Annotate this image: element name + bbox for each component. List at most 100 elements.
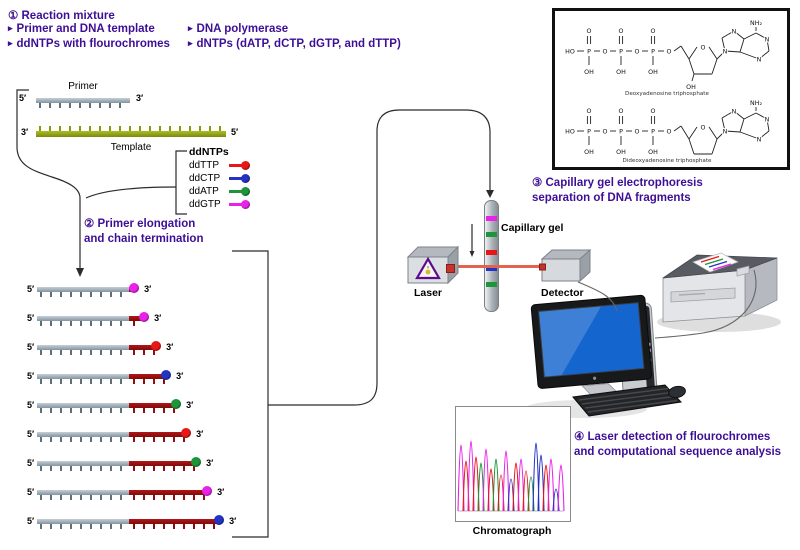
terminator-dot: [171, 399, 182, 409]
svg-text:OH: OH: [616, 149, 626, 156]
bullet-primer-template: ▸Primer and DNA template: [8, 23, 155, 35]
printout-sheet: [692, 252, 739, 273]
dna-fragment-band: [486, 250, 497, 255]
detector-label: Detector: [541, 287, 584, 299]
laser-label: Laser: [414, 287, 443, 299]
ddntp-connector: [85, 186, 177, 199]
svg-text:N: N: [723, 129, 728, 136]
svg-text:N: N: [732, 29, 737, 36]
terminator-dot: [151, 341, 162, 351]
printer-tray: [670, 287, 736, 303]
svg-text:P: P: [651, 129, 655, 136]
svg-text:P: P: [587, 49, 591, 56]
svg-text:O: O: [635, 129, 640, 136]
svg-text:O: O: [635, 49, 640, 56]
svg-text:NH₂: NH₂: [750, 20, 762, 27]
legend-dash: [229, 177, 242, 180]
detector-computer-wire: [577, 281, 618, 312]
svg-text:HO: HO: [565, 129, 575, 136]
detector-device: [539, 248, 592, 283]
datp-caption: Deoxyadenosine triphosphate: [625, 91, 709, 97]
ddntp-dot: [241, 174, 250, 183]
terminator-dot: [161, 370, 172, 380]
svg-text:O: O: [603, 49, 608, 56]
chromatogram-plot: [457, 440, 565, 512]
product-row-3: 5′3′: [27, 341, 174, 355]
bullet-icon: ▸: [188, 23, 193, 33]
dna-fragment-band: [486, 232, 497, 237]
bullet-dntps: ▸dNTPs (dATP, dCTP, dGTP, and dTTP): [188, 38, 401, 50]
bullet-icon: ▸: [8, 38, 13, 48]
dna-fragment-band: [486, 216, 497, 221]
primer-label: Primer: [68, 81, 98, 92]
primer-three-prime: 3′: [136, 93, 144, 103]
legend-item-ddCTP: ddCTP: [189, 172, 250, 185]
terminator-dot: [191, 457, 202, 467]
svg-text:N: N: [757, 57, 762, 64]
terminator-dot: [214, 515, 225, 525]
capillary-tube: [484, 200, 499, 312]
svg-text:OH: OH: [584, 149, 594, 156]
terminator-dot: [129, 283, 140, 293]
capillary-feed-line: [268, 109, 491, 406]
dna-fragment-band: [486, 282, 497, 287]
capillary-arrowhead: [486, 190, 494, 198]
keyboard: [572, 384, 683, 417]
terminator-dot: [139, 312, 150, 322]
ddatp-caption: Dideoxyadenosine triphosphate: [623, 158, 713, 164]
svg-text:N: N: [765, 37, 770, 44]
bullet-ddntps: ▸ddNTPs with flourochromes: [8, 38, 170, 50]
printer-control-panel: [736, 265, 750, 277]
bullet-icon: ▸: [188, 38, 193, 48]
monitor-screen: [538, 302, 644, 378]
svg-text:OH: OH: [584, 69, 594, 76]
svg-text:HO: HO: [565, 49, 575, 56]
svg-text:O: O: [701, 45, 706, 52]
mouse: [668, 385, 686, 399]
migration-arrowhead: [469, 251, 475, 257]
svg-text:O: O: [651, 108, 656, 115]
bullet-dna-polymerase: ▸DNA polymerase: [188, 23, 289, 35]
product-row-2: 5′3′: [27, 312, 162, 326]
svg-text:O: O: [587, 108, 592, 115]
elongation-products: 5′3′5′3′5′3′5′3′5′3′5′3′5′3′5′3′5′3′: [24, 283, 264, 545]
svg-text:OH: OH: [686, 84, 696, 91]
svg-text:OH: OH: [616, 69, 626, 76]
primer-five-prime: 5′: [19, 93, 27, 103]
reaction-bracket-line: [16, 89, 81, 268]
legend-item-ddGTP: ddGTP: [189, 198, 250, 211]
elongation-arrowhead: [76, 268, 84, 277]
svg-text:P: P: [619, 49, 623, 56]
svg-text:OH: OH: [648, 69, 658, 76]
product-row-4: 5′3′: [27, 370, 184, 384]
laser-beam: [450, 265, 553, 268]
legend-item-ddATP: ddATP: [189, 185, 250, 198]
svg-text:O: O: [667, 129, 672, 136]
product-row-8: 5′3′: [27, 486, 225, 500]
ddntp-legend-title: ddNTPs: [189, 146, 229, 158]
svg-text:OH: OH: [648, 149, 658, 156]
template-three-prime: 3′: [21, 127, 29, 137]
ddntp-dot: [241, 187, 250, 196]
terminator-dot: [202, 486, 213, 496]
ddntp-dot: [241, 200, 250, 209]
printer-computer-wire: [654, 269, 757, 339]
svg-text:NH₂: NH₂: [750, 100, 762, 107]
svg-text:O: O: [619, 28, 624, 35]
printer: [657, 252, 781, 332]
step1-heading: ① Reaction mixture: [8, 10, 115, 22]
svg-text:P: P: [619, 129, 623, 136]
svg-text:O: O: [587, 28, 592, 35]
product-row-1: 5′3′: [27, 283, 152, 297]
